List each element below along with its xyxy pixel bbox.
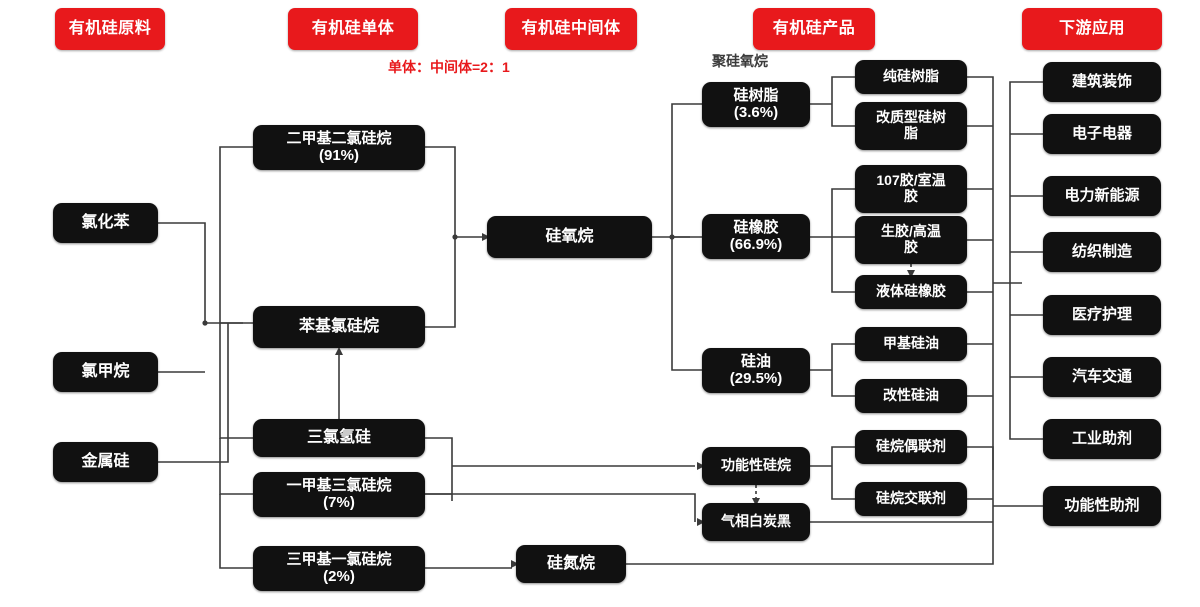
node-chlorobenzene[interactable]: 氯化苯 xyxy=(53,203,158,243)
wire-coupling-out xyxy=(967,446,994,506)
arrowhead-arrow-phenyl-up xyxy=(335,347,343,355)
node-monomethyltrichlorosilane[interactable]: 一甲基三氯硅烷 (7%) xyxy=(253,472,425,517)
wire-rubber-fan xyxy=(810,188,855,293)
node-phenylchlorosilane[interactable]: 苯基氯硅烷 xyxy=(253,306,425,348)
node-silane-coupling-agent[interactable]: 硅烷偶联剂 xyxy=(855,430,967,464)
wire-siloxane-fan-oil xyxy=(671,237,702,371)
node-functional-silane[interactable]: 功能性硅烷 xyxy=(702,447,810,485)
junction-dot-1 xyxy=(669,234,675,240)
wire-appfan-industrial xyxy=(1009,283,1043,440)
node-metal-silicon[interactable]: 金属硅 xyxy=(53,442,158,482)
node-trimethylchlorosilane[interactable]: 三甲基一氯硅烷 (2%) xyxy=(253,546,425,591)
node-app-power-energy[interactable]: 电力新能源 xyxy=(1043,176,1161,216)
node-pure-silicone-resin[interactable]: 纯硅树脂 xyxy=(855,60,967,94)
wire-fan-to-trichloro xyxy=(219,323,253,439)
wire-phenyl-to-siloxane xyxy=(425,237,456,328)
node-app-industrial-aid[interactable]: 工业助剂 xyxy=(1043,419,1161,459)
node-app-automotive[interactable]: 汽车交通 xyxy=(1043,357,1161,397)
node-chloromethane[interactable]: 氯甲烷 xyxy=(53,352,158,392)
wire-fan-to-trimethyl xyxy=(219,494,253,569)
wire-silane-fan xyxy=(810,446,855,500)
wire-monomethyl-to-fumed xyxy=(425,493,696,522)
stage-header-raw: 有机硅原料 xyxy=(55,8,165,50)
node-app-medical[interactable]: 医疗护理 xyxy=(1043,295,1161,335)
annotation-polysiloxane-label: 聚硅氧烷 xyxy=(712,53,768,69)
node-liquid-silicone-rubber[interactable]: 液体硅橡胶 xyxy=(855,275,967,309)
node-modified-silicone-resin[interactable]: 改质型硅树 脂 xyxy=(855,102,967,150)
wire-oil-fan xyxy=(810,343,855,397)
node-fumed-silica[interactable]: 气相白炭黑 xyxy=(702,503,810,541)
node-app-functional-aid[interactable]: 功能性助剂 xyxy=(1043,486,1161,526)
wire-appfan-construction xyxy=(1009,81,1043,283)
node-silicone-resin[interactable]: 硅树脂 (3.6%) xyxy=(702,82,810,127)
node-silane-crosslinker[interactable]: 硅烷交联剂 xyxy=(855,482,967,516)
node-methyl-silicone-oil[interactable]: 甲基硅油 xyxy=(855,327,967,361)
wire-fan-to-monomethyl xyxy=(219,438,253,495)
stage-header-monomer: 有机硅单体 xyxy=(288,8,418,50)
node-app-textile[interactable]: 纺织制造 xyxy=(1043,232,1161,272)
node-modified-silicone-oil[interactable]: 改性硅油 xyxy=(855,379,967,413)
annotation-ratio-note: 单体：中间体=2：1 xyxy=(388,59,510,75)
wire-siloxane-fan-resin xyxy=(671,103,702,237)
junction-dot-0 xyxy=(202,320,208,326)
wire-resin-out-1 xyxy=(967,76,994,470)
wire-trichloro-silane-fan xyxy=(425,437,695,501)
node-silicone-oil[interactable]: 硅油 (29.5%) xyxy=(702,348,810,393)
stage-header-downstream: 下游应用 xyxy=(1022,8,1162,50)
wire-metalsilicon-to-bus xyxy=(158,323,229,463)
junction-dot-2 xyxy=(452,234,458,240)
wire-resin-fan xyxy=(810,76,855,127)
node-app-electronics[interactable]: 电子电器 xyxy=(1043,114,1161,154)
stage-header-intermediate: 有机硅中间体 xyxy=(505,8,637,50)
node-silazane[interactable]: 硅氮烷 xyxy=(516,545,626,583)
node-trichlorosilane[interactable]: 三氯氢硅 xyxy=(253,419,425,457)
wire-chlorobenzene-to-bus xyxy=(158,222,206,323)
wire-fan-to-dimethyl xyxy=(219,146,253,323)
wire-dimethyl-to-siloxane xyxy=(425,146,456,237)
node-app-construction[interactable]: 建筑装饰 xyxy=(1043,62,1161,102)
node-silicone-rubber[interactable]: 硅橡胶 (66.9%) xyxy=(702,214,810,259)
node-dimethyldichlorosilane[interactable]: 二甲基二氯硅烷 (91%) xyxy=(253,125,425,170)
node-glue-107[interactable]: 107胶/室温 胶 xyxy=(855,165,967,213)
stage-header-product: 有机硅产品 xyxy=(753,8,875,50)
node-raw-rubber[interactable]: 生胶/高温 胶 xyxy=(855,216,967,264)
node-siloxane[interactable]: 硅氧烷 xyxy=(487,216,652,258)
